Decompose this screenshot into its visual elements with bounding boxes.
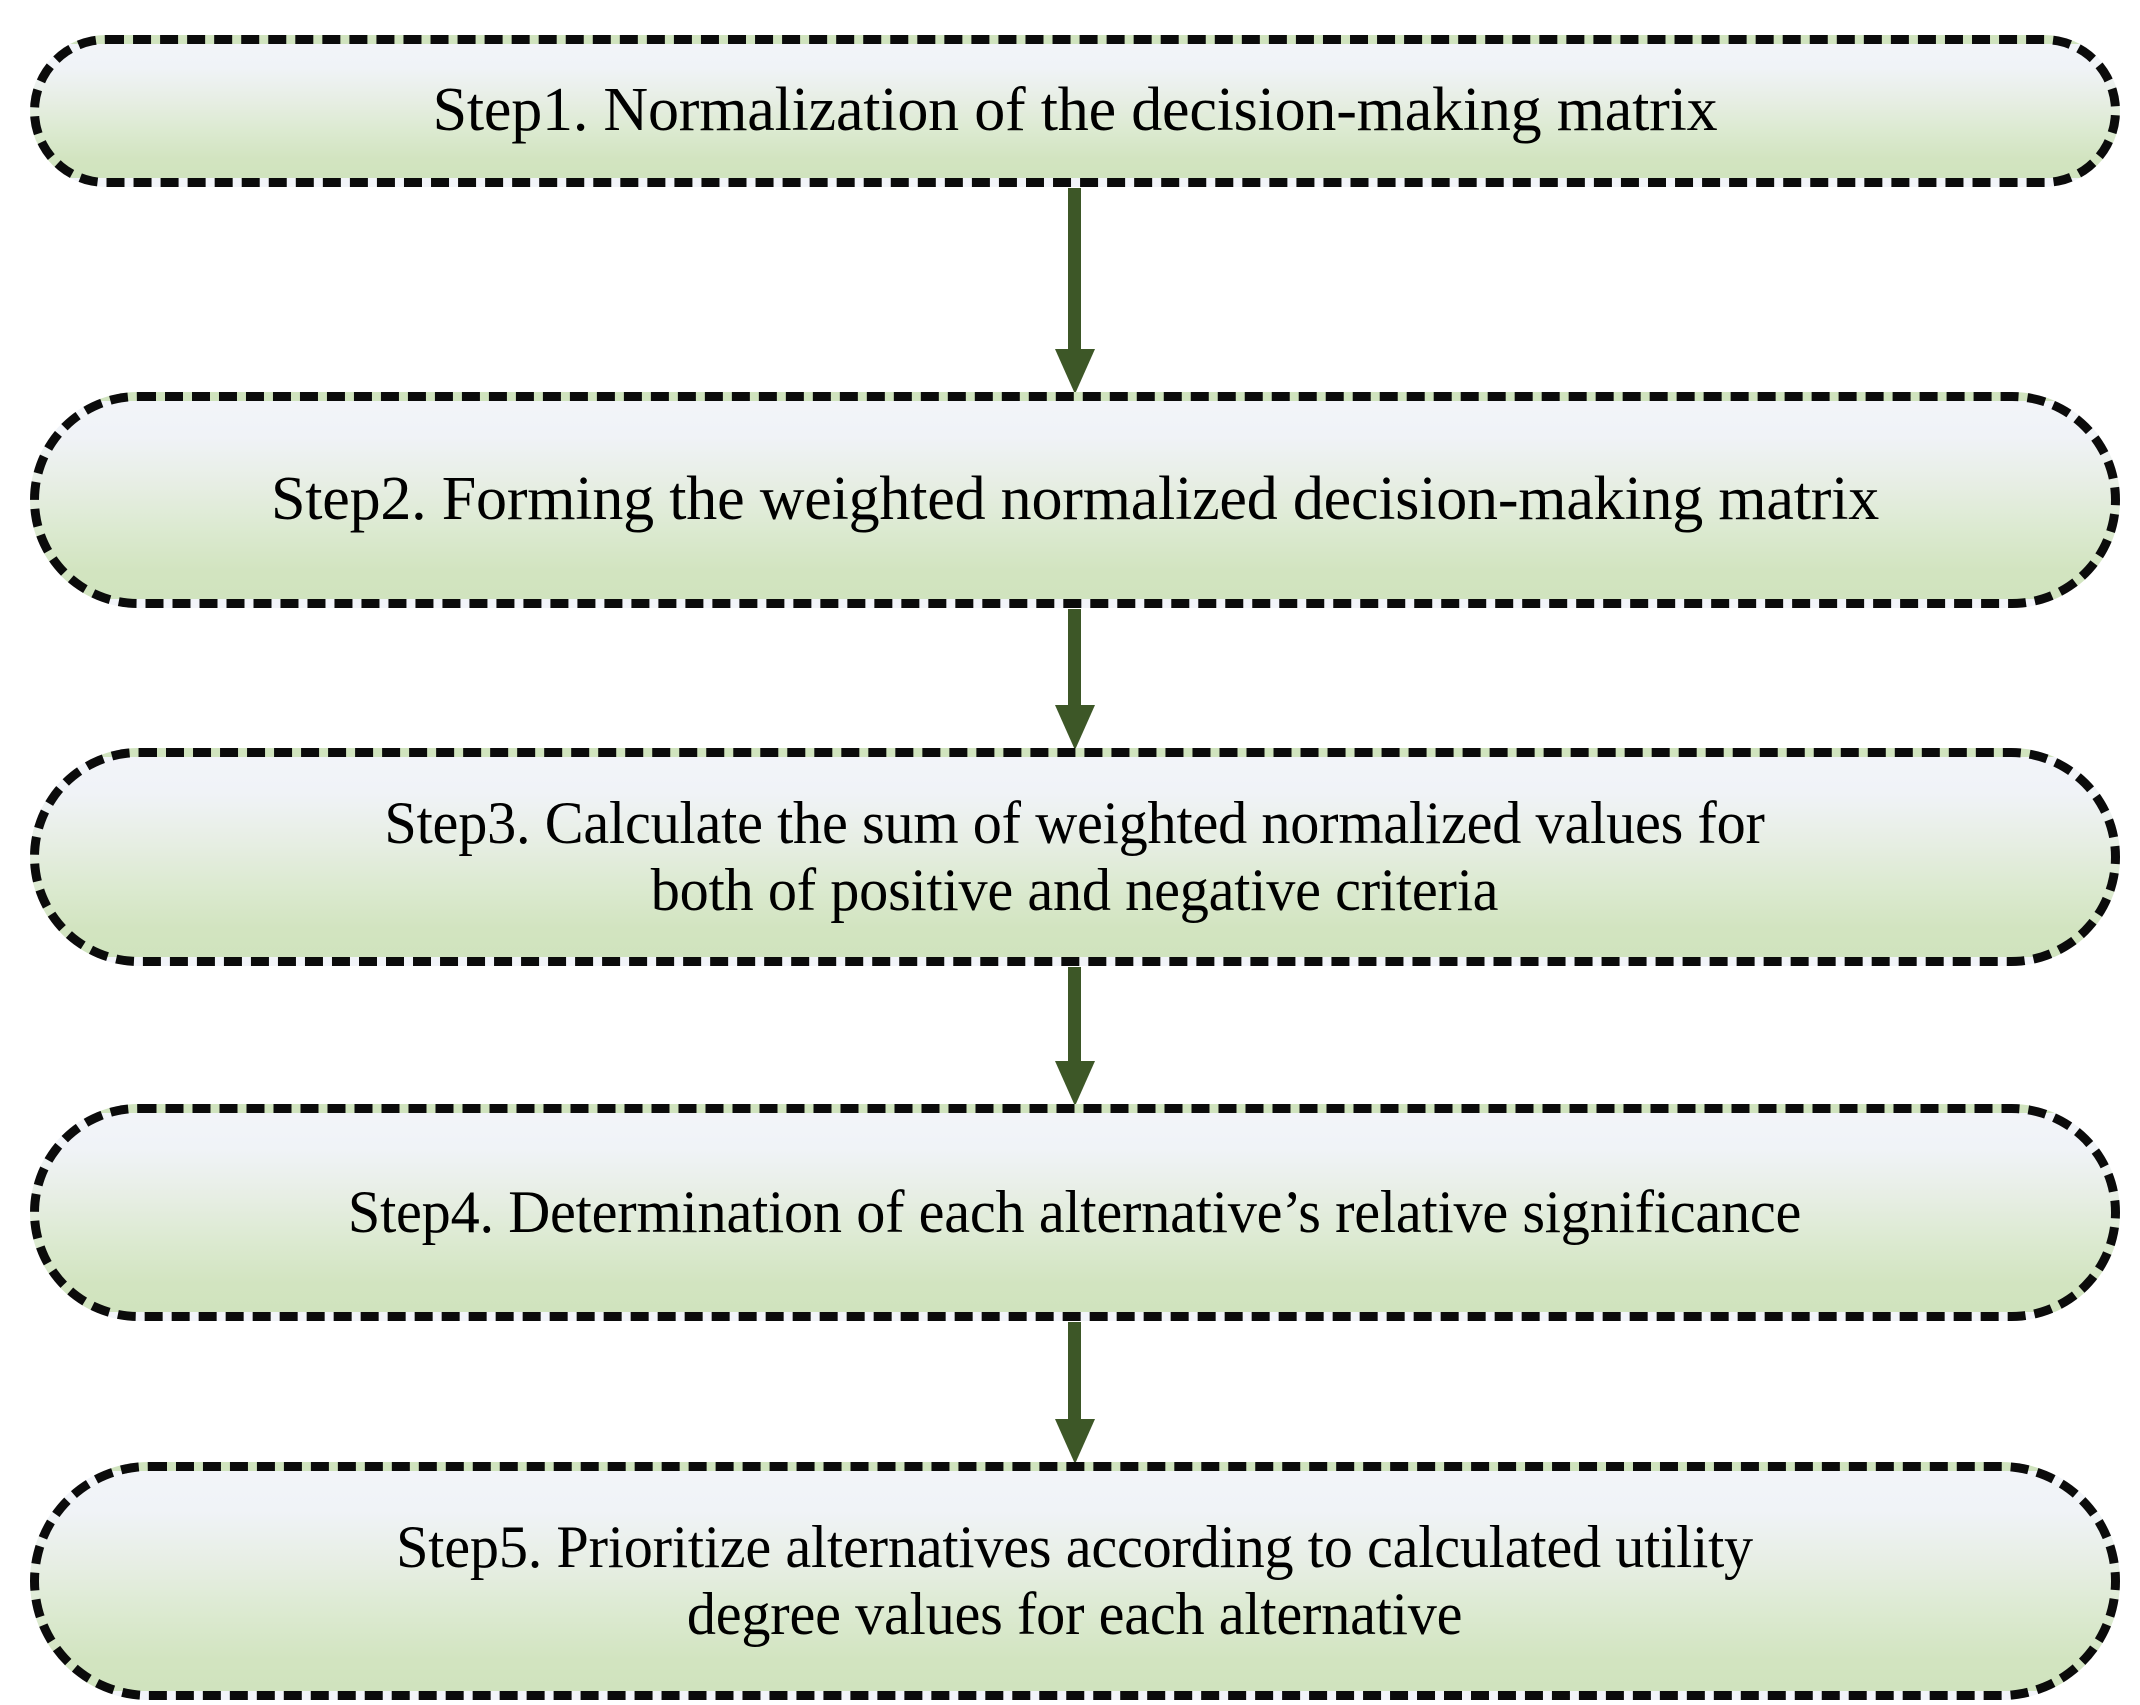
arrow-shaft bbox=[1068, 1322, 1081, 1421]
step-5-label: Step5. Prioritize alternatives according… bbox=[110, 1514, 2039, 1648]
arrow-shaft bbox=[1068, 967, 1081, 1063]
connector-arrow-step4-to-step5 bbox=[1055, 1322, 1095, 1464]
step-3-label: Step3. Calculate the sum of weighted nor… bbox=[110, 790, 2039, 924]
flowchart-step-2[interactable]: Step2. Forming the weighted normalized d… bbox=[30, 392, 2120, 608]
flowchart-step-1[interactable]: Step1. Normalization of the decision-mak… bbox=[30, 35, 2120, 187]
step-3-line-2: both of positive and negative criteria bbox=[651, 857, 1499, 923]
connector-arrow-step2-to-step3 bbox=[1055, 609, 1095, 750]
arrow-shaft bbox=[1068, 609, 1081, 707]
arrow-shaft bbox=[1068, 188, 1081, 351]
step-4-label: Step4. Determination of each alternative… bbox=[348, 1178, 1802, 1245]
arrow-head-down-icon bbox=[1055, 1419, 1095, 1464]
step-3-line-1: Step3. Calculate the sum of weighted nor… bbox=[384, 789, 1766, 856]
flowchart-step-3[interactable]: Step3. Calculate the sum of weighted nor… bbox=[30, 748, 2120, 966]
step-5-line-1: Step5. Prioritize alternatives according… bbox=[396, 1513, 1754, 1580]
step-5-line-2: degree values for each alternative bbox=[687, 1581, 1463, 1647]
arrow-head-down-icon bbox=[1055, 705, 1095, 750]
step-1-label: Step1. Normalization of the decision-mak… bbox=[432, 76, 1718, 145]
flowchart-step-5[interactable]: Step5. Prioritize alternatives according… bbox=[30, 1462, 2120, 1700]
arrow-head-down-icon bbox=[1055, 349, 1095, 394]
connector-arrow-step1-to-step2 bbox=[1055, 188, 1095, 394]
connector-arrow-step3-to-step4 bbox=[1055, 967, 1095, 1106]
arrow-head-down-icon bbox=[1055, 1061, 1095, 1106]
flowchart-step-4[interactable]: Step4. Determination of each alternative… bbox=[30, 1104, 2120, 1321]
step-2-label: Step2. Forming the weighted normalized d… bbox=[270, 465, 1880, 534]
